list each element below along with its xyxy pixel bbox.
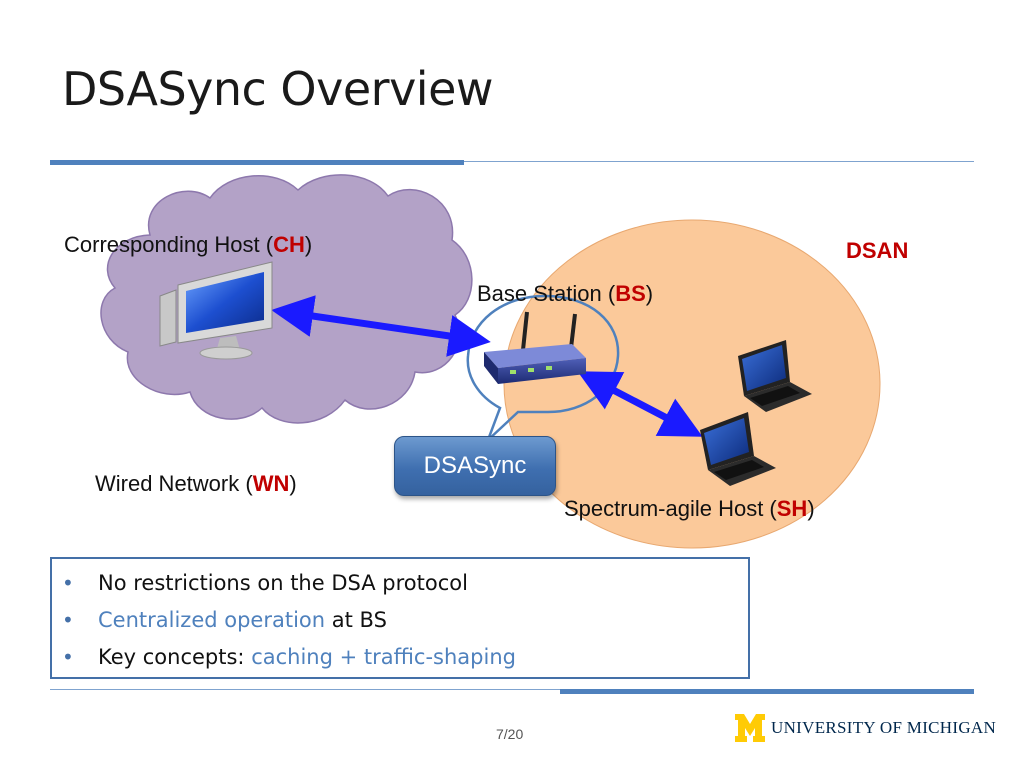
key-points-box: No restrictions on the DSA protocol Cent… [50, 557, 750, 679]
wn-label-suffix: ) [289, 471, 297, 496]
bullet-item: Centralized operation at BS [62, 602, 748, 639]
sh-label-suffix: ) [807, 496, 815, 521]
corresponding-host-label: Corresponding Host (CH) [64, 232, 312, 258]
ch-label-suffix: ) [304, 232, 313, 257]
page-title: DSASync Overview [62, 62, 494, 116]
block-m-icon [735, 714, 765, 742]
base-station-label: Base Station (BS) [477, 281, 653, 307]
header-rule-thick [50, 160, 464, 165]
header-rule-thin [464, 161, 974, 162]
desktop-computer-icon [159, 261, 273, 360]
wn-label-prefix: Wired Network ( [95, 471, 253, 496]
bullet-text: Key concepts: [98, 645, 252, 669]
dsasync-box: DSASync [394, 436, 556, 496]
bullet-list: No restrictions on the DSA protocol Cent… [52, 559, 748, 676]
sh-abbr: SH [776, 496, 808, 521]
spectrum-agile-host-label: Spectrum-agile Host (SH) [564, 496, 815, 522]
wireless-router-icon [484, 311, 586, 384]
bullet-accent-text: Centralized operation [98, 608, 326, 632]
bullet-accent-text: caching + traffic-shaping [251, 645, 516, 669]
bullet-text: at BS [325, 608, 387, 632]
double-arrow-icon [577, 371, 703, 437]
page-number: 7/20 [496, 726, 524, 742]
footer-rule-thin [50, 689, 560, 690]
sh-label-prefix: Spectrum-agile Host ( [564, 496, 777, 521]
wired-network-label: Wired Network (WN) [95, 471, 297, 497]
double-arrow-icon [271, 295, 491, 357]
wired-network-cloud [100, 174, 473, 424]
bs-label-suffix: ) [645, 281, 654, 306]
bs-abbr: BS [615, 281, 646, 306]
laptop-icon [738, 340, 812, 412]
ch-abbr: CH [273, 232, 305, 257]
ch-label-prefix: Corresponding Host ( [64, 232, 274, 257]
footer-rule-thick [560, 689, 974, 694]
wn-abbr: WN [252, 471, 290, 496]
bs-label-prefix: Base Station ( [477, 281, 616, 306]
bullet-item: Key concepts: caching + traffic-shaping [62, 639, 748, 676]
university-logo: UNIVERSITY OF MICHIGAN [735, 714, 996, 742]
laptop-icon [700, 412, 776, 486]
university-name: UNIVERSITY OF MICHIGAN [771, 718, 997, 737]
dsan-label: DSAN [846, 238, 909, 263]
bullet-text: No restrictions on the DSA protocol [98, 571, 468, 595]
bullet-item: No restrictions on the DSA protocol [62, 565, 748, 602]
